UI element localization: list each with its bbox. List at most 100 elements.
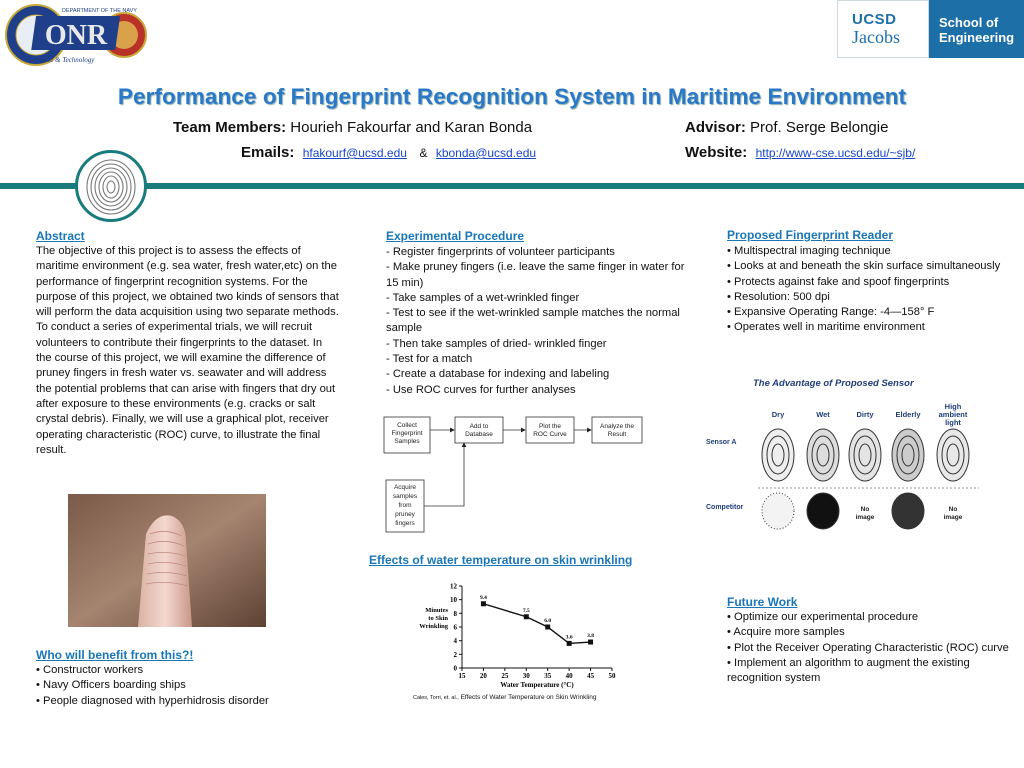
procedure-flowchart: Collect Fingerprint Samples Add to Datab… xyxy=(383,416,643,533)
header-divider xyxy=(0,183,1024,189)
procedure-list: - Register fingerprints of volunteer par… xyxy=(386,245,686,398)
x-axis-label: Water Temperature (°C) xyxy=(500,681,574,689)
y-tick-label: 2 xyxy=(454,651,458,659)
list-item: • Operates well in maritime environment xyxy=(727,321,925,334)
svg-text:light: light xyxy=(945,418,961,427)
svg-text:Add to: Add to xyxy=(470,423,489,430)
benefit-list: • Constructor workers • Navy Officers bo… xyxy=(36,663,336,709)
svg-text:High: High xyxy=(945,402,962,411)
list-item: • Acquire more samples xyxy=(727,626,845,639)
x-tick-label: 25 xyxy=(501,672,509,680)
team-members-line: Team Members: Hourieh Fakourfar and Kara… xyxy=(173,119,533,136)
y-tick-label: 12 xyxy=(450,583,458,591)
x-tick-label: 30 xyxy=(523,672,531,680)
wrinkled-finger-photo xyxy=(68,494,266,627)
series-line xyxy=(483,603,591,645)
fingerprint-dirty-sensor-a xyxy=(848,428,882,482)
svg-text:DEPARTMENT OF THE NAVY: DEPARTMENT OF THE NAVY xyxy=(62,8,137,14)
y-tick-label: 0 xyxy=(454,665,458,673)
svg-text:Collect: Collect xyxy=(397,422,417,429)
list-item: - Register fingerprints of volunteer par… xyxy=(386,246,615,258)
svg-text:ONR: ONR xyxy=(45,20,108,51)
svg-text:image: image xyxy=(944,514,963,521)
svg-text:No: No xyxy=(861,506,870,513)
x-tick-label: 40 xyxy=(566,672,574,680)
x-tick-label: 35 xyxy=(544,672,552,680)
svg-text:image: image xyxy=(856,514,875,521)
fingerprint-elderly-competitor xyxy=(891,492,925,530)
y-tick-label: 8 xyxy=(454,610,458,618)
website-link[interactable]: http://www-cse.ucsd.edu/~sjb/ xyxy=(755,146,916,160)
svg-text:Science & Technology: Science & Technology xyxy=(32,56,95,64)
fingerprint-circle-image xyxy=(75,150,147,222)
data-point xyxy=(480,601,486,607)
flow-box-roc xyxy=(525,416,575,444)
data-label: 3.6 xyxy=(566,634,573,640)
list-item: • People diagnosed with hyperhidrosis di… xyxy=(36,694,269,707)
y-tick-label: 4 xyxy=(454,637,458,645)
reader-title: Proposed Fingerprint Reader xyxy=(727,228,894,242)
list-item: • Plot the Receiver Operating Characteri… xyxy=(727,641,1009,654)
list-item: - Make pruney fingers (i.e. leave the sa… xyxy=(386,261,685,289)
reader-list: • Multispectral imaging technique • Look… xyxy=(727,244,1013,336)
list-item: - Use ROC curves for further analyses xyxy=(386,383,576,396)
svg-text:Acquire: Acquire xyxy=(394,484,416,491)
email-link-bonda[interactable]: kbonda@ucsd.edu xyxy=(435,146,537,160)
svg-text:Plot the: Plot the xyxy=(539,423,561,430)
svg-text:Elderly: Elderly xyxy=(895,410,921,419)
flow-box-analyze xyxy=(591,416,643,444)
list-item: • Implement an algorithm to augment the … xyxy=(727,656,970,685)
fingerprint-light-sensor-a xyxy=(936,428,970,482)
svg-text:Dirty: Dirty xyxy=(856,410,874,419)
svg-text:Sensor A: Sensor A xyxy=(706,439,736,446)
list-item: • Looks at and beneath the skin surface … xyxy=(727,260,1001,273)
chart-caption: Cales, Torri, et. al., Effects of Water … xyxy=(413,694,597,701)
svg-text:ambient: ambient xyxy=(939,410,968,419)
svg-text:samples: samples xyxy=(393,493,418,500)
data-point xyxy=(545,624,551,630)
abstract-text: The objective of this project is to asse… xyxy=(36,245,339,456)
abstract-title: Abstract xyxy=(36,229,85,243)
email-link-fakourfar[interactable]: hfakourf@ucsd.edu xyxy=(302,146,407,160)
svg-text:Result: Result xyxy=(608,431,627,438)
svg-text:fingers: fingers xyxy=(395,520,415,527)
advisor-line: Advisor: Prof. Serge Belongie xyxy=(685,119,889,136)
fingerprint-dry-competitor xyxy=(761,492,795,530)
poster-title: Performance of Fingerprint Recognition S… xyxy=(117,84,907,109)
svg-text:Samples: Samples xyxy=(394,438,420,445)
list-item: - Create a database for indexing and lab… xyxy=(386,368,610,381)
data-label: 6.0 xyxy=(544,618,551,624)
emails-line: Emails: hfakourf@ucsd.edu & kbonda@ucsd.… xyxy=(241,144,537,161)
fingerprint-elderly-sensor-a xyxy=(891,428,925,482)
svg-text:Database: Database xyxy=(465,431,493,438)
ucsd-jacobs-logo: UCSD Jacobs School of Engineering xyxy=(837,0,1024,58)
future-work-title: Future Work xyxy=(727,595,798,609)
list-item: - Test for a match xyxy=(386,353,473,366)
data-point xyxy=(523,614,529,620)
sensor-comparison-figure: The Advantage of Proposed Sensor Dry Wet… xyxy=(706,378,979,530)
procedure-title: Experimental Procedure xyxy=(386,229,525,243)
list-item: • Constructor workers xyxy=(36,664,144,676)
list-item: - Then take samples of dried- wrinkled f… xyxy=(386,337,607,350)
x-tick-label: 20 xyxy=(480,672,488,680)
svg-text:Wet: Wet xyxy=(816,410,830,419)
y-axis-label: to Skin xyxy=(428,615,448,622)
fingerprint-wet-sensor-a xyxy=(806,428,840,482)
list-item: • Multispectral imaging technique xyxy=(727,245,891,257)
data-label: 3.8 xyxy=(587,633,594,639)
x-tick-label: 15 xyxy=(459,672,467,680)
list-item: • Navy Officers boarding ships xyxy=(36,679,186,692)
list-item: • Optimize our experimental procedure xyxy=(727,611,919,623)
x-tick-label: 50 xyxy=(609,672,617,680)
y-axis-label: Minutes xyxy=(425,607,448,614)
svg-text:Competitor: Competitor xyxy=(706,504,744,511)
svg-text:ROC Curve: ROC Curve xyxy=(533,431,567,438)
svg-text:from: from xyxy=(399,502,412,509)
x-tick-label: 45 xyxy=(587,672,595,680)
future-work-list: • Optimize our experimental procedure • … xyxy=(727,610,1017,686)
data-label: 9.4 xyxy=(480,595,487,601)
temperature-title: Effects of water temperature on skin wri… xyxy=(369,553,633,567)
flow-box-database xyxy=(454,416,504,444)
fingerprint-wet-competitor xyxy=(806,492,840,530)
